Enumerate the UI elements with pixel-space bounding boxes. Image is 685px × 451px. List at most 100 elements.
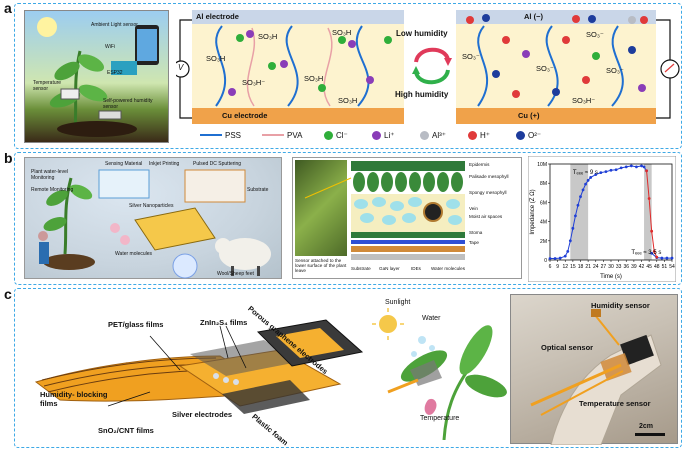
legend-label: PSS — [225, 130, 242, 140]
y-tick-label: 6M — [540, 200, 547, 206]
group-label: SO₃H — [206, 54, 226, 63]
rise-series-point — [581, 188, 585, 192]
silver-label: Silver Nanoparticles — [129, 203, 174, 209]
device-exploded-view — [34, 319, 364, 414]
layer-label: Moist air spaces — [469, 214, 503, 219]
legend-item: Cl⁻ — [324, 128, 348, 142]
left-cell: Al electrode Cu electrode SO₃H SO₃H SO₃H… — [192, 10, 404, 124]
wearable-sensor-photo: Humidity sensor Optical sensor Temperatu… — [510, 294, 678, 445]
znin2s4-label: ZnIn₂S₄ films — [200, 318, 248, 327]
rise-series-point — [579, 195, 582, 199]
humidity-cycle-arrows — [412, 47, 452, 85]
right-circuit-meter — [656, 19, 680, 119]
legend-item: PSS — [200, 128, 241, 142]
al-electrode-right — [456, 10, 656, 24]
legend-label: O²⁻ — [528, 130, 542, 140]
optical-sensor-label: Optical sensor — [541, 343, 594, 352]
response-time-annotation: Tₑₑₑ ≈ 9 s — [573, 170, 598, 176]
legend-dot-swatch — [468, 130, 477, 140]
bottom-label: IDEs — [411, 266, 421, 271]
sunlight-label: Sunlight — [385, 299, 411, 306]
voltmeter-symbol: V — [178, 63, 184, 72]
x-tick-label: 39 — [631, 264, 637, 270]
rise-series-point — [586, 178, 590, 182]
y-tick-label: 0 — [544, 258, 547, 264]
legend-item: Al³⁺ — [420, 128, 446, 142]
legend-label: H⁺ — [480, 130, 490, 140]
legend-dot-swatch — [516, 130, 525, 140]
water-label: Water — [422, 315, 441, 322]
rise-series-point — [619, 166, 623, 170]
plant-sensor-illustration — [372, 308, 507, 440]
group-label: SO₃H — [338, 96, 358, 105]
x-tick-label: 33 — [616, 264, 622, 270]
silver-electrodes-label: Silver electrodes — [172, 410, 233, 419]
rise-series-point — [599, 171, 603, 175]
rise-series-point — [640, 164, 643, 168]
rise-series-point — [642, 165, 646, 169]
rise-series-point — [609, 168, 613, 172]
group-label: SO₃⁻ — [586, 30, 604, 39]
water-molecules-label: Water molecules — [115, 251, 153, 257]
x-tick-label: 54 — [669, 264, 675, 270]
cu-electrode-left — [192, 108, 404, 124]
ambient-light-label: Ambient Light sensor — [91, 22, 138, 28]
y-tick-label: 4M — [540, 220, 547, 226]
legend-item: PVA — [262, 128, 302, 142]
humidity-sensor-photo-label: Humidity sensor — [591, 301, 650, 310]
x-tick-label: 45 — [646, 264, 652, 270]
legend: PSS PVA Cl⁻ Li⁺ Al³⁺ H⁺ O²⁻ — [200, 128, 650, 142]
layer-label: Epidermis — [469, 162, 490, 167]
rise-series-point — [553, 257, 557, 260]
group-label: SO₃H⁻ — [242, 78, 266, 87]
rise-series-point — [548, 257, 552, 260]
cu-electrode-right — [456, 108, 656, 124]
shaded-region — [644, 164, 652, 260]
group-label: SO₃H⁻ — [572, 96, 596, 105]
legend-label: Cl⁻ — [336, 130, 348, 140]
layer-label: Vein — [469, 206, 478, 211]
x-tick-label: 21 — [585, 264, 591, 270]
legend-item: H⁺ — [468, 128, 490, 142]
legend-item: Li⁺ — [372, 128, 394, 142]
group-label: SO₃H — [332, 28, 352, 37]
x-tick-label: 6 — [549, 264, 552, 270]
scale-bar-label: 2cm — [639, 423, 654, 430]
group-label: SO₃H — [304, 74, 324, 83]
humidity-sensor-label: Self-powered humidity sensor — [103, 98, 153, 110]
al-electrode-left — [192, 10, 404, 24]
al-negative-label: Al (−) — [524, 12, 543, 21]
rise-series-point — [604, 170, 608, 174]
rise-series-point — [571, 226, 575, 230]
rise-series-point — [624, 165, 628, 169]
fall-series-point — [652, 249, 656, 253]
rise-series-point — [635, 165, 638, 169]
al-electrode-label: Al electrode — [196, 12, 239, 21]
tail-series-point — [660, 256, 664, 260]
x-tick-label: 24 — [593, 264, 599, 270]
sputter-label: Pulsed DC Sputtering — [193, 161, 242, 167]
x-tick-label: 30 — [608, 264, 614, 270]
substrate-label: Substrate — [247, 187, 269, 193]
rise-series-point — [566, 249, 570, 253]
legend-dot-swatch — [324, 130, 333, 140]
wool-label: Wool/Sheep feet — [217, 271, 254, 277]
x-tick-label: 15 — [570, 264, 576, 270]
recovery-time-annotation: Tₑₑₑ ≈ 3.5 s — [631, 250, 661, 256]
rise-series-point — [594, 173, 598, 176]
fall-series-point — [647, 197, 651, 200]
group-label: SO₃⁻ — [462, 52, 480, 61]
inkjet-label: Inkjet Printing — [149, 161, 180, 167]
rise-series-point — [589, 176, 593, 179]
smart-agriculture-photo: Ambient Light sensor WiFi ESP32 Temperat… — [24, 10, 169, 143]
layer-label: Stoma — [469, 230, 483, 235]
panel-a — [14, 3, 682, 149]
monitoring-scene: Plant water-level Monitoring Remote Moni… — [24, 157, 282, 279]
rise-series-point — [558, 256, 562, 260]
x-tick-label: 42 — [639, 264, 645, 270]
rise-series-point — [563, 254, 567, 258]
wifi-label: WiFi — [105, 44, 115, 50]
plant-water-label: Plant water-level Monitoring — [31, 169, 68, 181]
fall-series-point — [645, 169, 648, 173]
